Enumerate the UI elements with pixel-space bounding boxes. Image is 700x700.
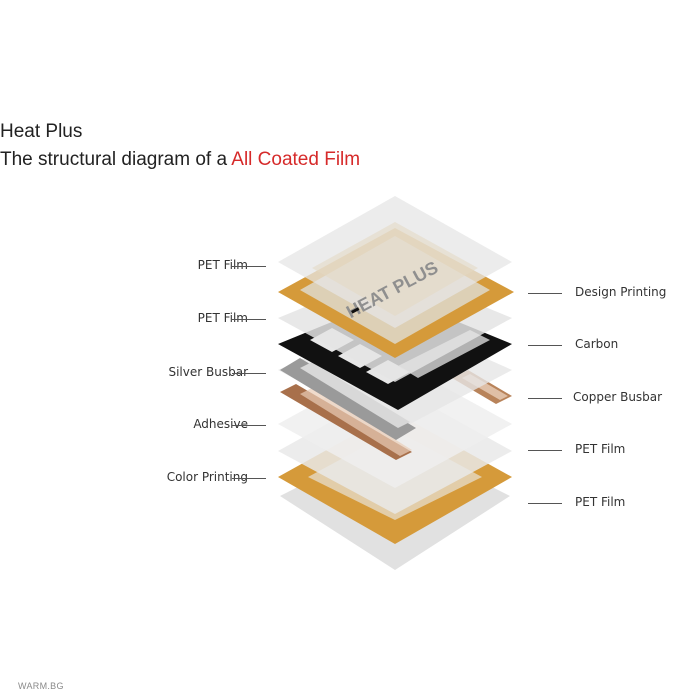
leader-copper-busbar [528,398,562,399]
label-silver-busbar: Silver Busbar [168,365,248,379]
silver-busbar-strip-shine [300,362,410,428]
heat-plus-logo-mark [350,307,360,314]
diagram-title-accent: All Coated Film [231,149,361,170]
label-pet-film-2: PET Film [197,311,248,325]
label-pet-film-1: PET Film [197,258,248,272]
label-copper-busbar: Copper Busbar [573,390,663,404]
leader-adhesive [232,425,266,426]
silver-busbar-strip [280,358,416,440]
label-carbon: Carbon [575,337,619,351]
watermark: WARM.BG [18,681,64,691]
leader-silver-busbar [232,373,266,374]
label-design-printing: Design Printing [575,285,667,299]
copper-busbar-left-highlight [300,388,412,456]
leader-carbon [528,345,562,346]
diagram-heading: Heat Plus The structural diagram of a Al… [0,118,360,174]
diagram-title: The structural diagram of a All Coated F… [0,146,360,174]
leader-pet-film-3 [528,450,562,451]
label-color-printing: Color Printing [166,470,248,484]
layer-pet-film-top-tint [312,222,478,316]
brand-title: Heat Plus [0,121,83,142]
leader-pet-film-1 [232,266,266,267]
leader-pet-film-4 [528,503,562,504]
label-adhesive: Adhesive [193,417,248,431]
leader-color-printing [232,478,266,479]
leader-pet-film-2 [232,319,266,320]
leader-design-printing [528,293,562,294]
diagram-title-prefix: The structural diagram of a [0,149,232,170]
label-pet-film-3: PET Film [575,442,626,456]
label-pet-film-4: PET Film [575,495,626,509]
